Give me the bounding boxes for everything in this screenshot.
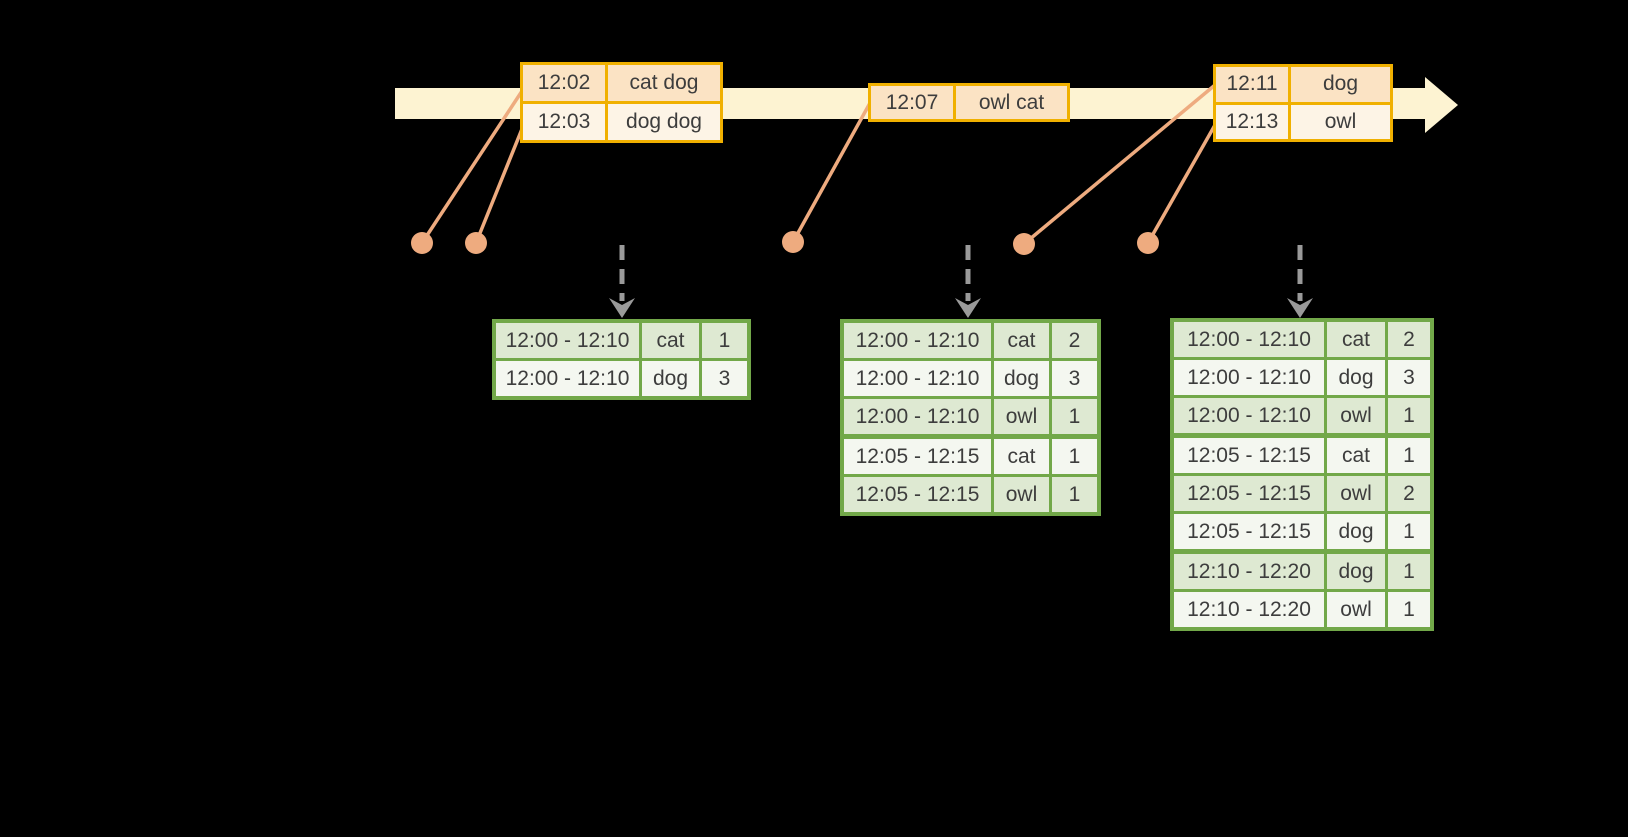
event-time: 12:07 [871, 86, 953, 119]
count-cell: 3 [1388, 360, 1430, 395]
table-row: 12:00 - 12:10 owl 1 [1174, 398, 1430, 433]
table-row: 12:10 - 12:20 dog 1 [1174, 554, 1430, 589]
word-cell: cat [1327, 438, 1385, 473]
window-cell: 12:10 - 12:20 [1174, 554, 1324, 589]
event-words: dog [1291, 67, 1390, 102]
word-cell: owl [1327, 398, 1385, 433]
count-cell: 1 [1052, 439, 1097, 474]
window-group: 12:00 - 12:10 cat 1 12:00 - 12:10 dog 3 [496, 323, 747, 396]
window-cell: 12:05 - 12:15 [1174, 438, 1324, 473]
window-cell: 12:00 - 12:10 [844, 323, 991, 358]
trigger-arrowhead-icon [609, 298, 635, 318]
word-cell: cat [1327, 322, 1385, 357]
window-cell: 12:00 - 12:10 [1174, 322, 1324, 357]
event-connector-line [1022, 83, 1217, 246]
word-cell: dog [1327, 554, 1385, 589]
count-cell: 1 [702, 323, 747, 358]
word-cell: dog [642, 361, 699, 396]
window-group: 12:00 - 12:10 cat 2 12:00 - 12:10 dog 3 … [844, 323, 1097, 434]
table-row: 12:05 - 12:15 cat 1 [1174, 438, 1430, 473]
word-cell: owl [994, 477, 1049, 512]
word-cell: dog [1327, 360, 1385, 395]
event-words: dog dog [608, 104, 720, 140]
table-row: 12:05 - 12:15 cat 1 [844, 439, 1097, 474]
table-row: 12:00 - 12:10 cat 2 [1174, 322, 1430, 357]
result-table-3: 12:00 - 12:10 cat 2 12:00 - 12:10 dog 3 … [1170, 318, 1434, 631]
result-table-1: 12:00 - 12:10 cat 1 12:00 - 12:10 dog 3 [492, 319, 751, 400]
count-cell: 2 [1388, 322, 1430, 357]
window-group: 12:10 - 12:20 dog 1 12:10 - 12:20 owl 1 [1174, 554, 1430, 627]
event-time: 12:13 [1216, 104, 1288, 139]
table-row: 12:00 - 12:10 cat 1 [496, 323, 747, 358]
window-cell: 12:00 - 12:10 [844, 361, 991, 396]
event-dot [1013, 233, 1035, 255]
word-cell: owl [1327, 592, 1385, 627]
word-cell: cat [642, 323, 699, 358]
event-connector-line [474, 123, 526, 244]
count-cell: 1 [1388, 592, 1430, 627]
trigger-arrowhead-icon [1287, 298, 1313, 318]
event-dot [411, 232, 433, 254]
table-row: 12:00 - 12:10 dog 3 [1174, 360, 1430, 395]
event-dot [465, 232, 487, 254]
word-cell: cat [994, 439, 1049, 474]
window-cell: 12:00 - 12:10 [496, 361, 639, 396]
window-group: 12:05 - 12:15 cat 1 12:05 - 12:15 owl 1 [844, 439, 1097, 512]
count-cell: 3 [1052, 361, 1097, 396]
count-cell: 1 [1052, 477, 1097, 512]
table-row: 12:00 - 12:10 dog 3 [496, 361, 747, 396]
count-cell: 3 [702, 361, 747, 396]
count-cell: 1 [1388, 438, 1430, 473]
window-group: 12:00 - 12:10 cat 2 12:00 - 12:10 dog 3 … [1174, 322, 1430, 433]
window-cell: 12:00 - 12:10 [844, 399, 991, 434]
count-cell: 1 [1388, 514, 1430, 549]
table-row: 12:00 - 12:10 dog 3 [844, 361, 1097, 396]
result-table-2: 12:00 - 12:10 cat 2 12:00 - 12:10 dog 3 … [840, 319, 1101, 516]
window-cell: 12:00 - 12:10 [1174, 360, 1324, 395]
word-cell: owl [994, 399, 1049, 434]
event-time: 12:02 [523, 65, 605, 101]
event-time: 12:03 [523, 104, 605, 140]
event-dot [1137, 232, 1159, 254]
timeline-arrowhead-icon [1425, 77, 1458, 133]
table-row: 12:05 - 12:15 owl 1 [844, 477, 1097, 512]
event-batch-2: 12:07 owl cat [868, 83, 1070, 122]
event-connector-line [1146, 124, 1217, 244]
window-cell: 12:05 - 12:15 [844, 477, 991, 512]
word-cell: owl [1327, 476, 1385, 511]
window-cell: 12:05 - 12:15 [844, 439, 991, 474]
event-batch-3: 12:11 dog 12:13 owl [1213, 64, 1393, 142]
event-connector-line [791, 102, 872, 243]
window-cell: 12:05 - 12:15 [1174, 514, 1324, 549]
count-cell: 1 [1052, 399, 1097, 434]
event-words: cat dog [608, 65, 720, 101]
count-cell: 1 [1388, 398, 1430, 433]
window-group: 12:05 - 12:15 cat 1 12:05 - 12:15 owl 2 … [1174, 438, 1430, 549]
table-row: 12:05 - 12:15 owl 2 [1174, 476, 1430, 511]
event-words: owl cat [956, 86, 1067, 119]
table-row: 12:00 - 12:10 cat 2 [844, 323, 1097, 358]
word-cell: cat [994, 323, 1049, 358]
table-row: 12:10 - 12:20 owl 1 [1174, 592, 1430, 627]
event-dot [782, 231, 804, 253]
window-cell: 12:00 - 12:10 [1174, 398, 1324, 433]
count-cell: 1 [1388, 554, 1430, 589]
count-cell: 2 [1052, 323, 1097, 358]
event-batch-1: 12:02 cat dog 12:03 dog dog [520, 62, 723, 143]
table-row: 12:05 - 12:15 dog 1 [1174, 514, 1430, 549]
window-cell: 12:05 - 12:15 [1174, 476, 1324, 511]
event-connector-line [420, 87, 526, 244]
word-cell: dog [994, 361, 1049, 396]
window-cell: 12:10 - 12:20 [1174, 592, 1324, 627]
event-words: owl [1291, 104, 1390, 139]
word-cell: dog [1327, 514, 1385, 549]
trigger-arrowhead-icon [955, 298, 981, 318]
window-cell: 12:00 - 12:10 [496, 323, 639, 358]
count-cell: 2 [1388, 476, 1430, 511]
table-row: 12:00 - 12:10 owl 1 [844, 399, 1097, 434]
event-time: 12:11 [1216, 67, 1288, 102]
